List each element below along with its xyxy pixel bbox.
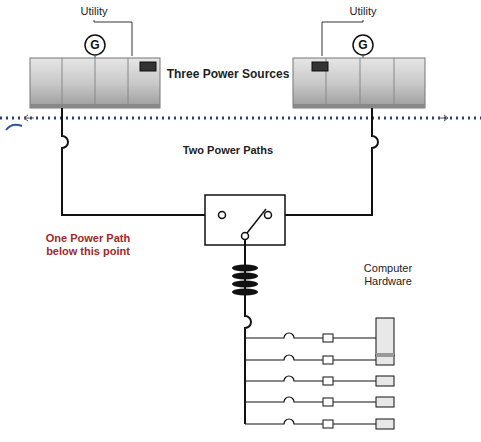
generator-letter: G [352,38,374,52]
breaker-box [323,377,333,385]
generator-letter: G [84,38,106,52]
hardware-label: Computer Hardware [348,262,428,288]
computer-unit [376,419,394,429]
paths-label: Two Power Paths [168,144,288,157]
generator-circle: G [352,34,374,56]
breaker-box [323,420,333,428]
breaker-box [323,398,333,406]
branch-line [245,397,376,402]
utility-label: Utility [59,5,129,18]
power-path [285,108,378,215]
branch-line [245,333,376,338]
computer-unit [376,376,394,386]
branch-line [245,376,376,381]
generator-circle: G [84,34,106,56]
sources-label: Three Power Sources [163,68,293,81]
branch-circuits [245,333,394,429]
ups-cabinet [293,58,425,108]
breaker-box [323,334,333,342]
transfer-switch [205,195,285,245]
branch-line [245,355,376,360]
filter-symbol [232,265,258,296]
power-path [62,108,205,215]
ups-cabinet [30,58,160,108]
utility-label: Utility [328,5,398,18]
breaker-box [323,356,333,364]
note-label: One Power Path below this point [32,232,144,258]
branch-line [245,419,376,424]
computer-unit [376,397,394,407]
computer-rack [376,318,394,356]
